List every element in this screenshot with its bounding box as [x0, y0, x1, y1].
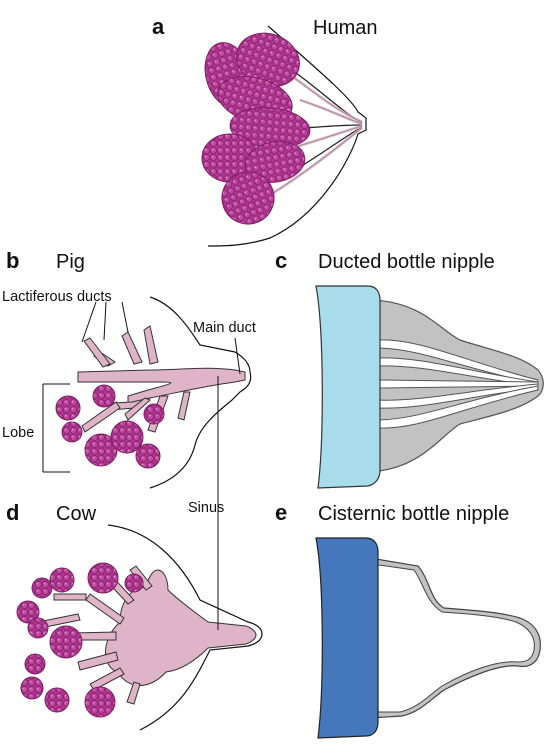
human-breast-outline: [207, 25, 367, 247]
pig-duct-ticks: [42, 301, 241, 520]
panel-d-letter: d: [6, 500, 19, 525]
panel-e-letter: e: [275, 500, 287, 525]
cow-lobes: [16, 562, 144, 718]
label-main-duct: Main duct: [193, 320, 256, 336]
cow-cistern: [105, 569, 257, 686]
pig-duct-tree: [77, 325, 246, 433]
pig-lobes: [55, 384, 165, 469]
panel-c-ducted-nipple: c Ducted bottle nipple: [275, 248, 544, 489]
panel-c-letter: c: [275, 248, 287, 273]
panel-e-title: Cisternic bottle nipple: [318, 503, 509, 525]
cisternic-nipple-base: [315, 537, 379, 739]
panel-a-human: a Human: [152, 14, 377, 247]
panel-b-letter: b: [6, 248, 19, 273]
panel-d-title: Cow: [56, 503, 97, 525]
panel-b-pig: b Pig Lactiferous ducts Main duct Lobe: [2, 248, 256, 520]
human-lobes: [201, 32, 311, 225]
panel-d-cow: d Cow Sinus: [6, 500, 263, 731]
panel-a-title: Human: [313, 17, 377, 39]
cow-ducts: [37, 565, 153, 705]
label-lactiferous-ducts: Lactiferous ducts: [2, 289, 112, 305]
panel-b-title: Pig: [56, 251, 85, 273]
panel-c-title: Ducted bottle nipple: [318, 251, 495, 273]
label-lobe: Lobe: [2, 425, 34, 441]
label-sinus: Sinus: [188, 500, 224, 516]
panel-e-cisternic-nipple: e Cisternic bottle nipple: [275, 500, 541, 739]
cisternic-nipple-cavity: [371, 563, 535, 713]
ducted-nipple-channels: [375, 339, 539, 429]
cow-udder-outline: [107, 524, 263, 731]
ducted-nipple-base: [315, 285, 381, 489]
panel-a-letter: a: [152, 14, 165, 39]
pig-teat-outline: [149, 296, 252, 489]
